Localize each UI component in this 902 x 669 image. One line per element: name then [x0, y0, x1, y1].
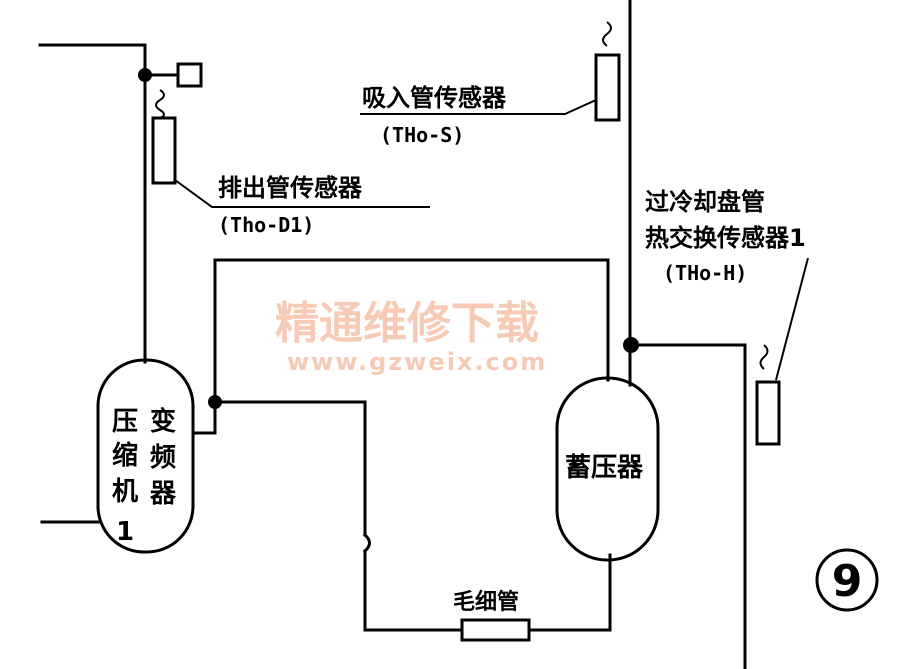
- suction-sensor-code: (THo-S): [380, 123, 464, 147]
- discharge-pipe: [38, 43, 203, 364]
- watermark-title: 精通维修下载: [275, 298, 539, 349]
- svg-text:压: 压: [112, 407, 138, 437]
- figure-number: 9: [815, 548, 879, 612]
- discharge-sensor-code: (Tho-D1): [218, 213, 314, 237]
- suction-sensor: [360, 21, 621, 122]
- svg-text:器: 器: [149, 479, 177, 509]
- subcool-sensor: [755, 257, 809, 446]
- suction-sensor-name: 吸入管传感器: [362, 84, 507, 112]
- svg-text:频: 频: [150, 443, 176, 473]
- accumulator-label: 蓄压器: [565, 453, 644, 483]
- discharge-sensor-name: 排出管传感器: [218, 174, 363, 202]
- suction-pipe: [623, 0, 747, 669]
- subcool-sensor-code: (THo-H): [663, 261, 747, 285]
- compressor-label: 压 缩 机 1 变 频 器: [112, 406, 177, 547]
- capillary-tube: [460, 553, 612, 642]
- svg-text:机: 机: [112, 477, 138, 507]
- svg-text:1: 1: [116, 517, 134, 547]
- subcool-sensor-name-line2: 热交换传感器1: [645, 224, 806, 252]
- svg-text:变: 变: [150, 406, 176, 437]
- discharge-sensor: [151, 89, 430, 208]
- subcool-sensor-name-line1: 过冷却盘管: [645, 188, 765, 216]
- watermark-url: www.gzweix.com: [287, 348, 547, 376]
- accumulator: [555, 376, 660, 562]
- capillary-label: 毛细管: [453, 589, 519, 615]
- compressor-inverter: [96, 258, 610, 632]
- svg-text:缩: 缩: [112, 440, 138, 471]
- svg-text:9: 9: [832, 556, 863, 607]
